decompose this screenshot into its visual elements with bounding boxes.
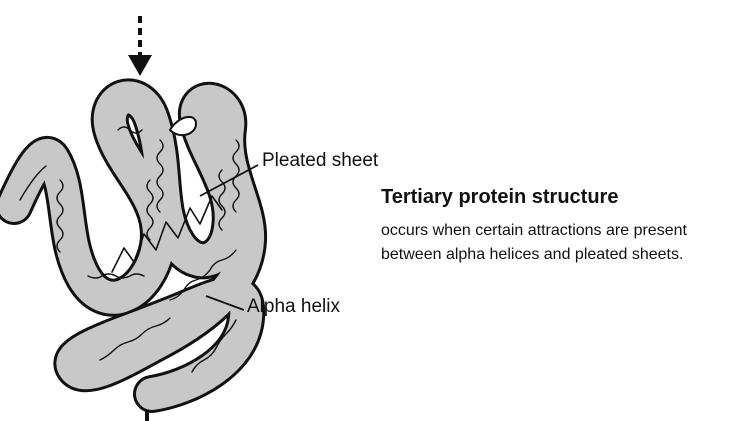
alpha-helix-label: Alpha helix xyxy=(247,296,340,318)
entry-arrow xyxy=(128,16,152,76)
caption-line-2: between alpha helices and pleated sheets… xyxy=(381,246,683,264)
protein-ribbon xyxy=(14,97,248,394)
caption-title: Tertiary protein structure xyxy=(381,186,618,209)
caption-line-1: occurs when certain attractions are pres… xyxy=(381,222,687,240)
pleated-sheet-label: Pleated sheet xyxy=(262,150,378,172)
ribbon-fill xyxy=(14,97,248,394)
loop-hole xyxy=(170,117,196,135)
